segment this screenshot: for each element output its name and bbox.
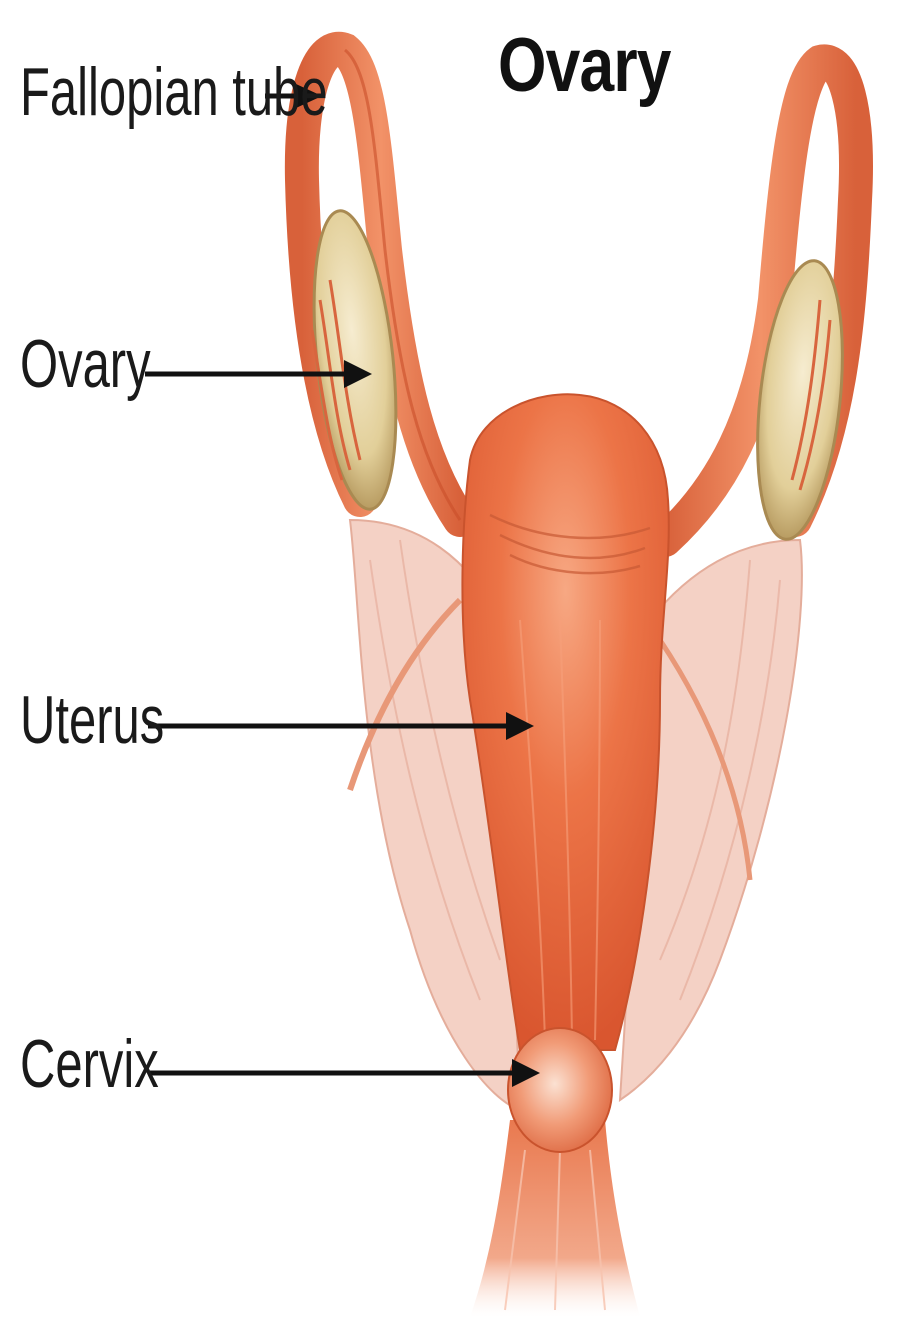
label-fallopian-tube: Fallopian tube [20,58,328,126]
label-uterus: Uterus [20,686,164,754]
diagram-title: Ovary [498,22,671,109]
label-ovary: Ovary [20,330,151,398]
cervix-shape [508,1028,612,1152]
label-cervix: Cervix [20,1030,159,1098]
